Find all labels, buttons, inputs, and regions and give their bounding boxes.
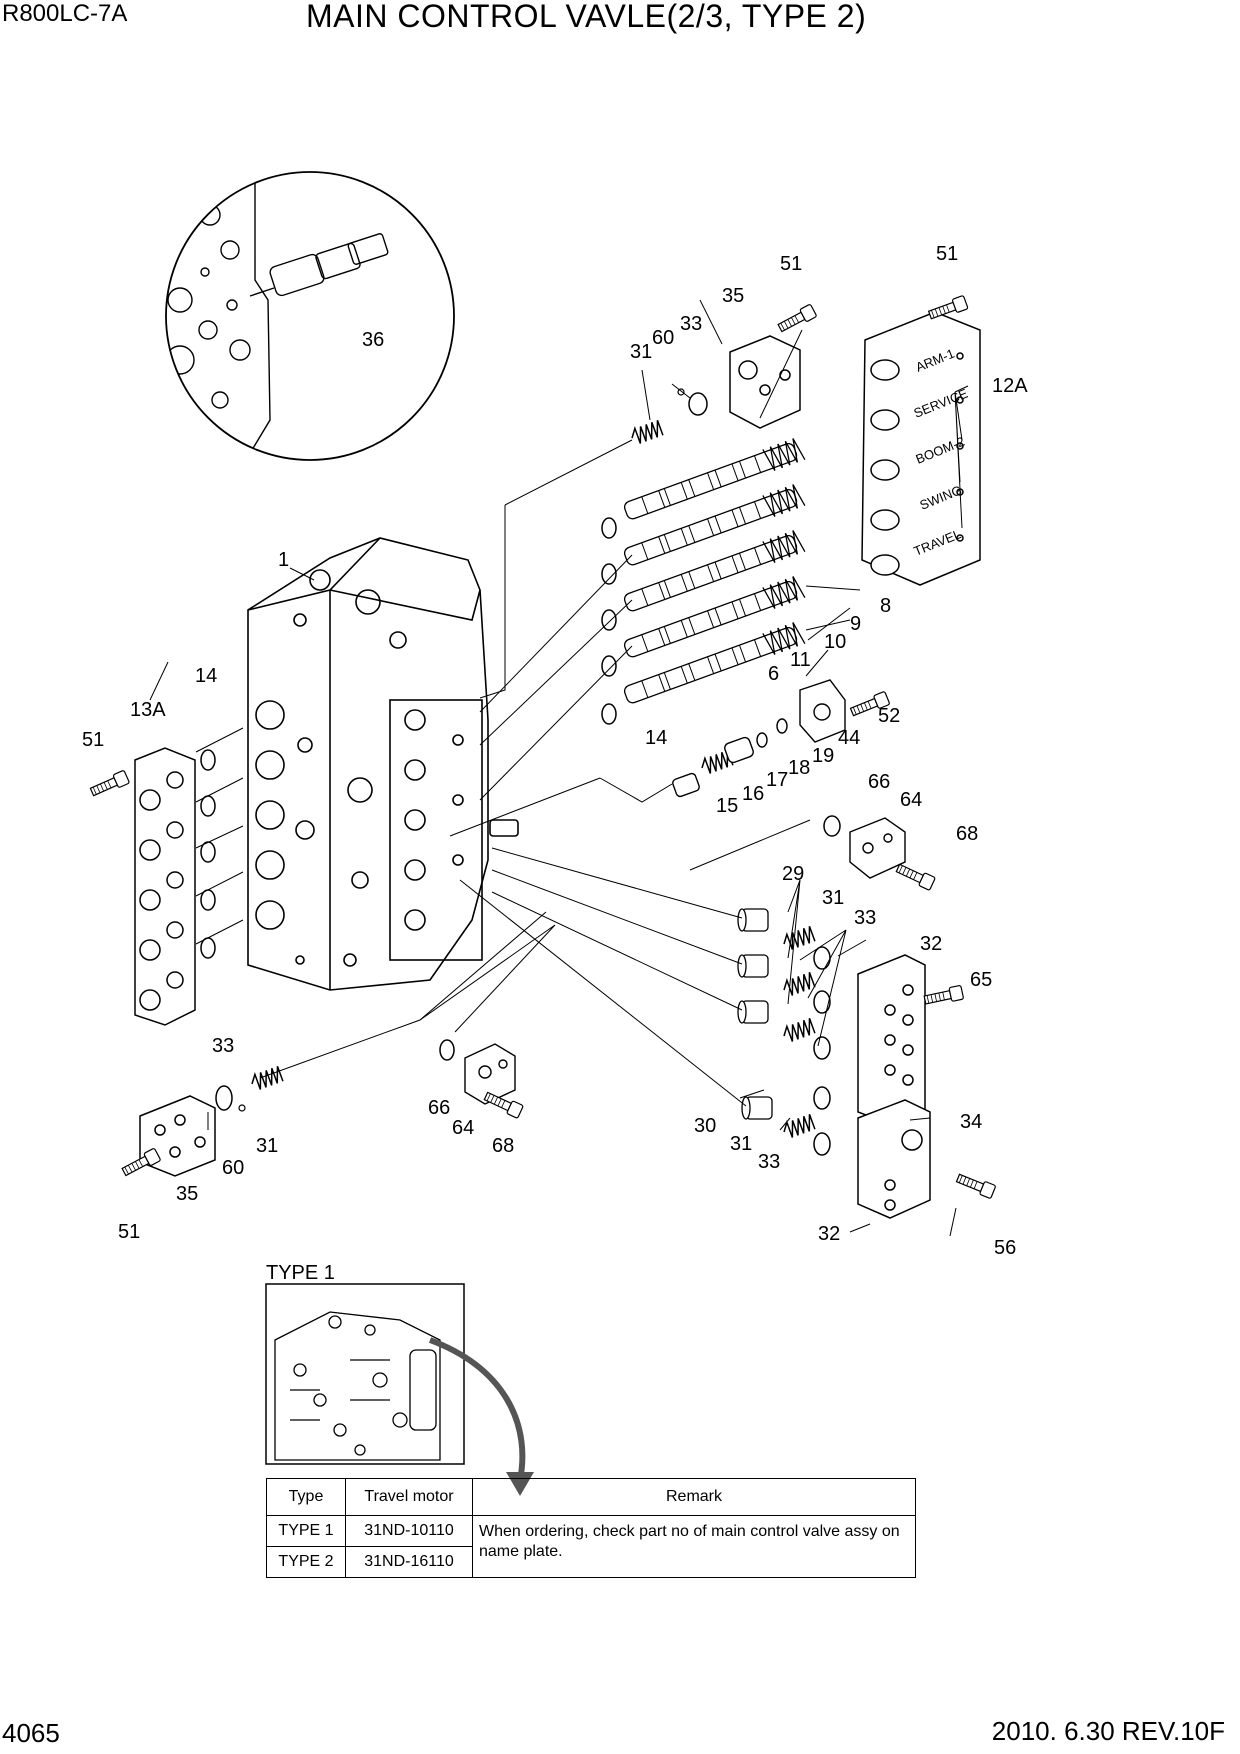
remark-cell: When ordering, check part no of main con… <box>472 1515 916 1578</box>
bolt-51-left <box>88 769 131 799</box>
spring-31-upper <box>628 419 664 447</box>
model-number: R800LC-7A <box>2 0 128 27</box>
callout-11: 11 <box>790 649 811 671</box>
callout-34: 34 <box>960 1111 982 1133</box>
callout-32: 32 <box>818 1223 840 1245</box>
callout-12A: 12A <box>992 375 1028 397</box>
callout-31: 31 <box>630 341 652 363</box>
callout-31: 31 <box>730 1133 752 1155</box>
col-header-remark: Remark <box>472 1478 916 1516</box>
callout-52: 52 <box>878 705 900 727</box>
o-rings-33-right <box>813 946 831 1156</box>
callout-14: 14 <box>195 665 217 687</box>
callout-66: 66 <box>428 1097 450 1119</box>
leader-lines <box>149 299 969 1237</box>
callout-33: 33 <box>854 907 876 929</box>
callout-35: 35 <box>722 285 744 307</box>
o-ring-33-upper <box>688 392 708 416</box>
callout-68: 68 <box>492 1135 514 1157</box>
callout-6: 6 <box>768 663 779 685</box>
right-plug-stack <box>737 908 816 1141</box>
callout-51: 51 <box>118 1221 140 1243</box>
callout-32: 32 <box>920 933 942 955</box>
type-cell: TYPE 2 <box>266 1546 346 1578</box>
page-title: MAIN CONTROL VAVLE(2/3, TYPE 2) <box>306 0 867 34</box>
callout-9: 9 <box>850 613 861 635</box>
callout-51: 51 <box>82 729 104 751</box>
callout-29: 29 <box>782 863 804 885</box>
callout-33: 33 <box>680 313 702 335</box>
callout-18: 18 <box>788 757 810 779</box>
callout-13A: 13A <box>130 699 166 721</box>
type-remark-table: Type Travel motor Remark TYPE 1 31ND-101… <box>266 1478 916 1578</box>
callout-19: 19 <box>812 745 834 767</box>
callout-31: 31 <box>822 887 844 909</box>
motor-cell: 31ND-10110 <box>345 1515 473 1547</box>
callout-30: 30 <box>694 1115 716 1137</box>
cover-35-upper <box>729 335 801 429</box>
callout-16: 16 <box>742 783 764 805</box>
callout-66: 66 <box>868 771 890 793</box>
revision-date: 2010. 6.30 REV.10F <box>991 1716 1225 1746</box>
callout-44: 44 <box>838 727 860 749</box>
center-small-parts <box>672 679 846 798</box>
cap-13A <box>134 747 196 1026</box>
callout-8: 8 <box>880 595 891 617</box>
main-valve-body <box>247 537 519 991</box>
motor-cell: 31ND-16110 <box>345 1546 473 1578</box>
callout-1: 1 <box>278 549 289 571</box>
callout-60: 60 <box>652 327 674 349</box>
cap-12A <box>861 311 981 586</box>
page-number: 4065 <box>2 1718 60 1748</box>
callout-33: 33 <box>758 1151 780 1173</box>
type1-inset <box>265 1283 534 1496</box>
callout-68: 68 <box>956 823 978 845</box>
callout-36: 36 <box>362 329 384 351</box>
callout-31: 31 <box>256 1135 278 1157</box>
callout-51: 51 <box>936 243 958 265</box>
o-ring-60-upper <box>677 388 685 396</box>
callout-65: 65 <box>970 969 992 991</box>
callout-14: 14 <box>645 727 667 749</box>
callout-10: 10 <box>824 631 846 653</box>
relief-valve-detail-circle <box>165 171 455 461</box>
type1-title: TYPE 1 <box>266 1262 335 1284</box>
table-row: TYPE 1 31ND-10110 When ordering, check p… <box>266 1515 916 1578</box>
callout-17: 17 <box>766 769 788 791</box>
col-header-travel-motor: Travel motor <box>345 1478 473 1516</box>
callout-64: 64 <box>900 789 922 811</box>
callout-35: 35 <box>176 1183 198 1205</box>
callout-64: 64 <box>452 1117 474 1139</box>
callout-15: 15 <box>716 795 738 817</box>
callout-56: 56 <box>994 1237 1016 1259</box>
plate-64-right <box>849 817 906 879</box>
table-row: TYPE 2 31ND-16110 <box>266 1546 916 1578</box>
col-header-type: Type <box>266 1478 346 1516</box>
callout-33: 33 <box>212 1035 234 1057</box>
type-cell: TYPE 1 <box>266 1515 346 1547</box>
block-32-34 <box>857 954 931 1219</box>
callout-60: 60 <box>222 1157 244 1179</box>
plate-64-lower <box>464 1043 516 1105</box>
callout-51: 51 <box>780 253 802 275</box>
